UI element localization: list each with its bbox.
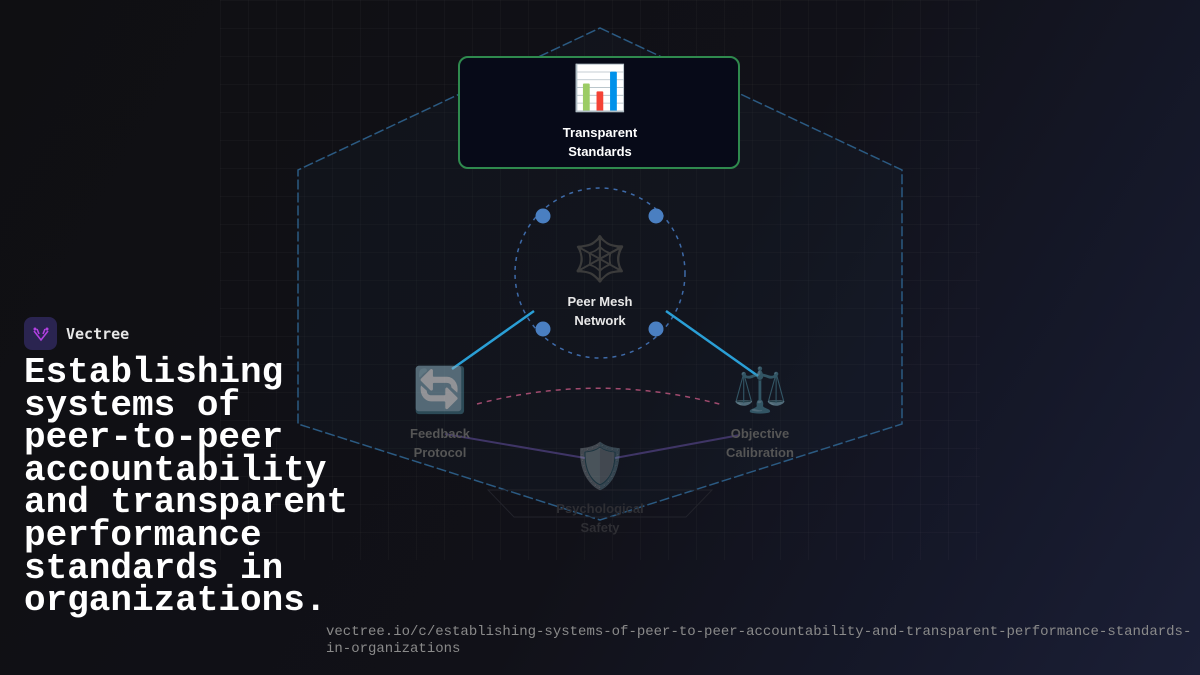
bar-chart-icon: 📊: [572, 64, 628, 113]
node-label-left: Feedback Protocol: [410, 426, 470, 460]
mesh-node: [535, 321, 551, 337]
node-transparent-standards[interactable]: [458, 56, 740, 169]
node-label-top: Transparent Standards: [562, 125, 638, 159]
brand: Vectree: [24, 317, 129, 350]
mesh-node: [535, 208, 551, 224]
page-title: Establishing systems of peer-to-peer acc…: [24, 352, 349, 622]
shield-icon: 🛡️: [572, 442, 628, 491]
link-right: [665, 309, 759, 378]
balance-scale-icon: ⚖️: [732, 366, 788, 415]
node-label-bottom: Psychological Safety: [556, 501, 644, 535]
link-bottom-right: [614, 434, 741, 459]
node-label-center: Peer Mesh Network: [567, 294, 633, 328]
link-left: [451, 309, 535, 371]
link-bottom-left: [444, 433, 586, 459]
mesh-ring: [514, 187, 686, 359]
spider-web-icon: 🕸️: [572, 235, 628, 284]
hexagon-outline: [297, 27, 903, 521]
vectree-logo-icon: [24, 317, 57, 350]
mesh-node: [648, 208, 664, 224]
mesh-node: [648, 321, 664, 337]
bottom-plinth: [486, 489, 714, 518]
repeat-arrows-icon: 🔄: [412, 366, 468, 415]
node-label-right: Objective Calibration: [726, 426, 794, 460]
brand-name: Vectree: [66, 324, 130, 343]
dashed-arc: [476, 387, 724, 406]
page-url[interactable]: vectree.io/c/establishing-systems-of-pee…: [326, 624, 1192, 657]
